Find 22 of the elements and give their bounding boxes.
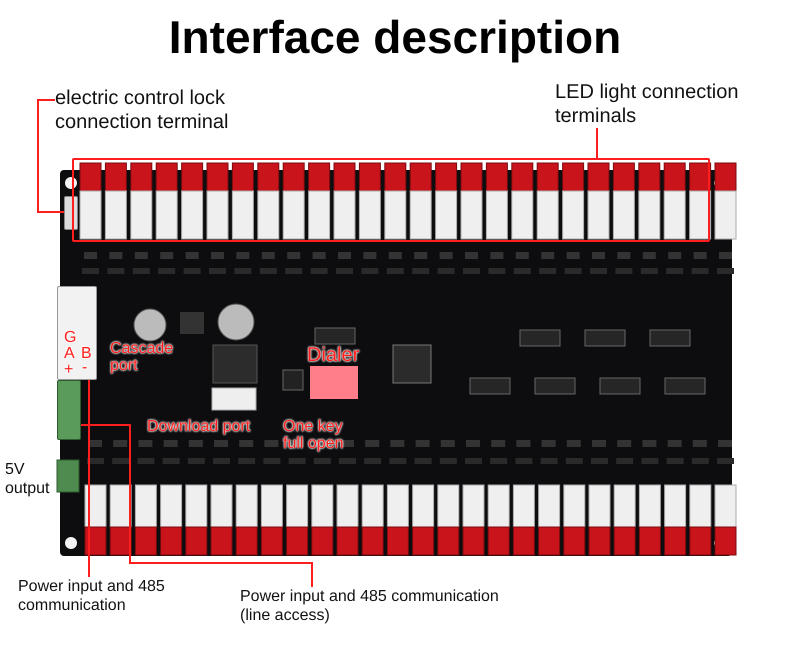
connector-part <box>57 380 81 440</box>
highlight-frame <box>72 158 710 242</box>
part-label: Cascade port <box>110 341 174 375</box>
title: Interface description <box>168 10 622 64</box>
callout-text: 5V output <box>5 460 50 498</box>
pin-label: G <box>64 330 76 347</box>
callout-text: electric control lock connection terminal <box>55 86 265 134</box>
pin-label: + <box>64 362 74 379</box>
part-label: Dialer <box>307 345 360 366</box>
leader-line <box>37 99 64 213</box>
callout-text: Power input and 485 communication (line access) <box>240 587 525 626</box>
pin-label: - <box>82 360 88 377</box>
leader-line <box>81 424 313 587</box>
pin-label: B <box>81 346 92 363</box>
leader-line <box>596 128 598 158</box>
connector-part <box>57 286 97 380</box>
pin-label: A <box>64 346 75 363</box>
leader-line <box>88 380 90 577</box>
callout-text: LED light connection terminals <box>555 80 740 128</box>
callout-text: Power input and 485 communication <box>18 577 188 616</box>
part-label: One key full open <box>283 419 344 453</box>
part-label: Download port <box>147 419 250 436</box>
